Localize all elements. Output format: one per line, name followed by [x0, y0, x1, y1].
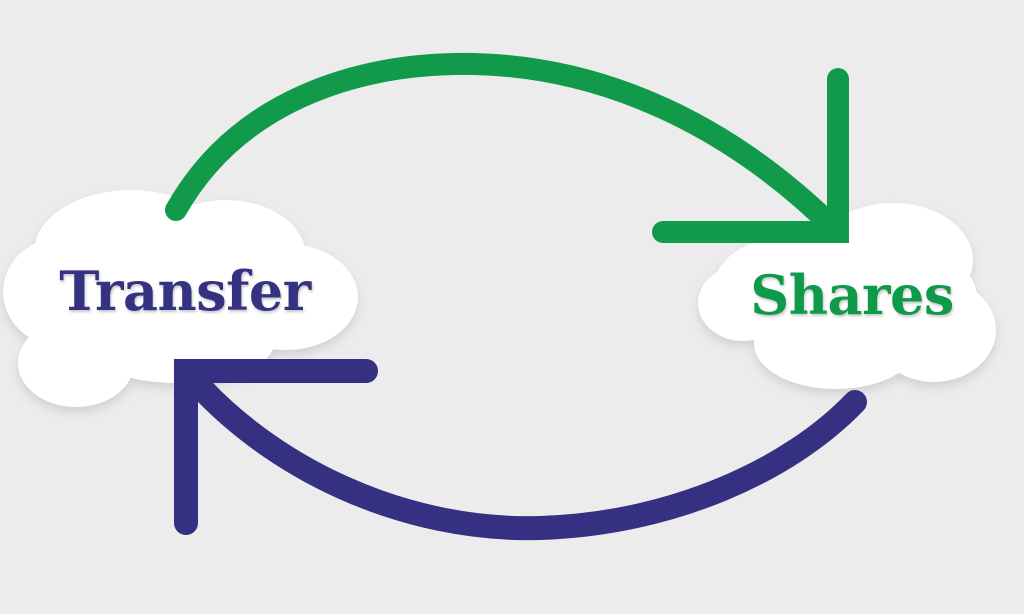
node-label-shares: Shares — [750, 263, 953, 327]
cloud-shape-shares — [698, 203, 996, 389]
node-label-transfer: Transfer — [59, 259, 311, 323]
node-transfer[interactable]: Transfer — [3, 190, 358, 407]
arrow-green-arc — [165, 52, 849, 243]
arrow-transfer-to-shares[interactable] — [165, 52, 849, 243]
arrow-purple-arc — [175, 360, 867, 541]
arrow-purple-head — [174, 359, 378, 535]
node-shares[interactable]: Shares — [698, 203, 996, 389]
arrow-green-head — [652, 68, 849, 243]
arrow-shares-to-transfer[interactable] — [174, 359, 867, 541]
